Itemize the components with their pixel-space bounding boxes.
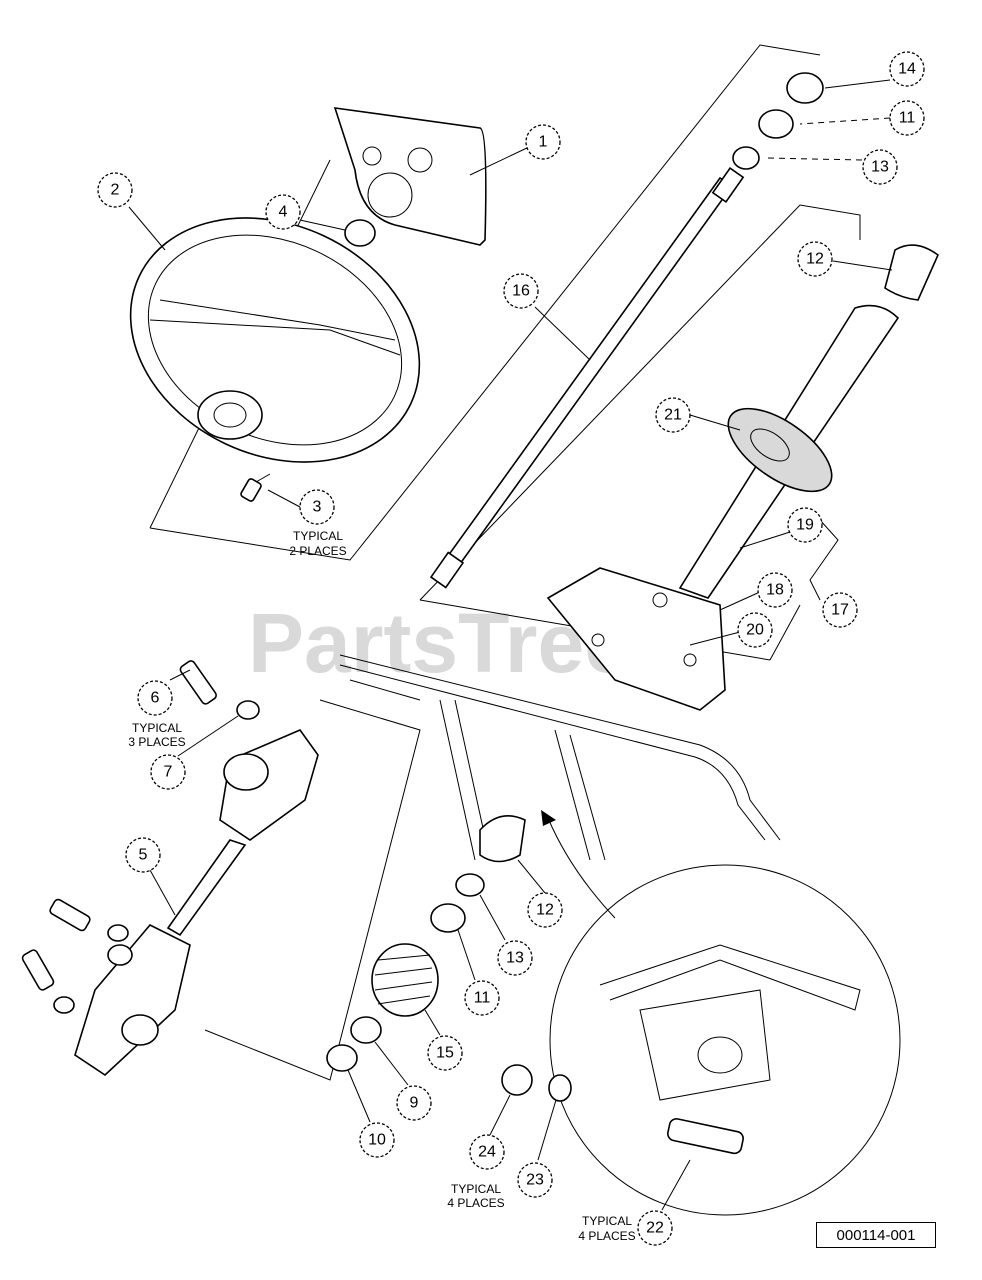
callout-23: 23 (517, 1162, 553, 1198)
callout-17: 17 (822, 592, 858, 628)
svg-text:7: 7 (164, 764, 173, 781)
svg-text:TYPICAL: TYPICAL (132, 721, 182, 735)
svg-text:15: 15 (436, 1045, 454, 1062)
flange-washer (548, 1074, 572, 1102)
svg-text:3: 3 (313, 499, 322, 516)
svg-text:2 PLACES: 2 PLACES (289, 544, 346, 558)
svg-text:12: 12 (536, 902, 554, 919)
top-bushing (758, 109, 794, 139)
note-typical-4-places-b: TYPICAL 4 PLACES (578, 1214, 635, 1243)
retaining-ring (326, 1044, 358, 1072)
svg-text:22: 22 (646, 1220, 664, 1237)
svg-text:13: 13 (871, 159, 889, 176)
joint-washer-2 (107, 924, 129, 942)
steering-shaft (429, 167, 745, 589)
svg-text:3 PLACES: 3 PLACES (128, 735, 185, 749)
callout-2: 2 (97, 172, 133, 208)
spring (371, 943, 439, 1017)
svg-text:17: 17 (831, 602, 849, 619)
svg-text:16: 16 (512, 283, 530, 300)
svg-text:5: 5 (139, 847, 148, 864)
callout-24: 24 (469, 1134, 505, 1170)
svg-text:TYPICAL: TYPICAL (451, 1182, 501, 1196)
svg-text:1: 1 (539, 134, 548, 151)
svg-text:11: 11 (899, 110, 916, 127)
callout-7: 7 (150, 754, 186, 790)
callout-10: 10 (359, 1122, 395, 1158)
group-outline-lower (204, 699, 421, 1081)
callout-18: 18 (757, 572, 793, 608)
callout-3: 3 (299, 489, 335, 525)
joint-bolt (21, 660, 217, 991)
callout-12-bottom: 12 (527, 892, 563, 928)
callout-11-top: 11 (889, 100, 925, 136)
lower-washer (455, 873, 485, 897)
spring-washer (350, 1016, 382, 1044)
callout-5: 5 (125, 837, 161, 873)
drawing-number: 000114-001 (816, 1222, 936, 1248)
svg-text:21: 21 (664, 407, 682, 424)
callout-11-bottom: 11 (464, 980, 500, 1016)
note-typical-4-places-a: TYPICAL 4 PLACES (447, 1182, 504, 1210)
lower-bearing (430, 903, 466, 933)
svg-text:12: 12 (806, 251, 824, 268)
note-typical-3-places: TYPICAL 3 PLACES (128, 721, 185, 749)
top-washer (732, 146, 760, 170)
callout-4: 4 (265, 194, 301, 230)
flange-nut (501, 1064, 533, 1096)
lower-bushing (479, 814, 526, 863)
column-bushing-top (884, 244, 939, 301)
detail-view (549, 864, 901, 1216)
frame-rails (339, 654, 781, 861)
svg-text:18: 18 (766, 582, 784, 599)
callout-20: 20 (737, 612, 773, 648)
svg-text:2: 2 (111, 182, 120, 199)
callout-14: 14 (889, 51, 925, 87)
column-boot (727, 407, 833, 493)
svg-text:4 PLACES: 4 PLACES (447, 1196, 504, 1210)
callout-21: 21 (655, 397, 691, 433)
note-typical-2-places: TYPICAL 2 PLACES (289, 529, 346, 558)
detail-arrow-head (541, 810, 556, 826)
callout-15: 15 (427, 1035, 463, 1071)
svg-text:19: 19 (796, 517, 814, 534)
nut (344, 219, 376, 247)
joint-washer (236, 700, 260, 720)
callout-1: 1 (525, 124, 561, 160)
callout-16: 16 (503, 273, 539, 309)
svg-text:10: 10 (368, 1132, 386, 1149)
top-cap (786, 72, 824, 104)
svg-text:13: 13 (506, 950, 524, 967)
group-outline-top (149, 44, 821, 561)
callout-12-top: 12 (797, 241, 833, 277)
group-outline-column (419, 204, 861, 601)
svg-text:24: 24 (478, 1144, 496, 1161)
callout-13-top: 13 (862, 149, 898, 185)
svg-text:4: 4 (279, 204, 288, 221)
callout-22: 22 (637, 1210, 673, 1246)
svg-text:6: 6 (151, 690, 160, 707)
column-bracket (546, 567, 726, 711)
svg-text:23: 23 (526, 1172, 544, 1189)
svg-text:14: 14 (898, 61, 916, 78)
svg-text:TYPICAL: TYPICAL (293, 529, 343, 543)
callout-9: 9 (396, 1085, 432, 1121)
universal-joint (74, 729, 319, 1077)
detail-arrow (547, 817, 616, 919)
svg-text:4 PLACES: 4 PLACES (578, 1229, 635, 1243)
callout-19: 19 (787, 507, 823, 543)
svg-text:9: 9 (410, 1095, 419, 1112)
svg-text:TYPICAL: TYPICAL (582, 1214, 632, 1228)
callout-13-bottom: 13 (497, 940, 533, 976)
hub-cover (333, 107, 487, 246)
svg-text:11: 11 (474, 990, 491, 1007)
callout-6: 6 (137, 680, 173, 716)
joint-washer-3 (53, 996, 75, 1014)
screw (240, 473, 271, 502)
leader-lines (128, 79, 893, 1211)
svg-text:20: 20 (746, 622, 764, 639)
steering-wheel (129, 217, 421, 463)
